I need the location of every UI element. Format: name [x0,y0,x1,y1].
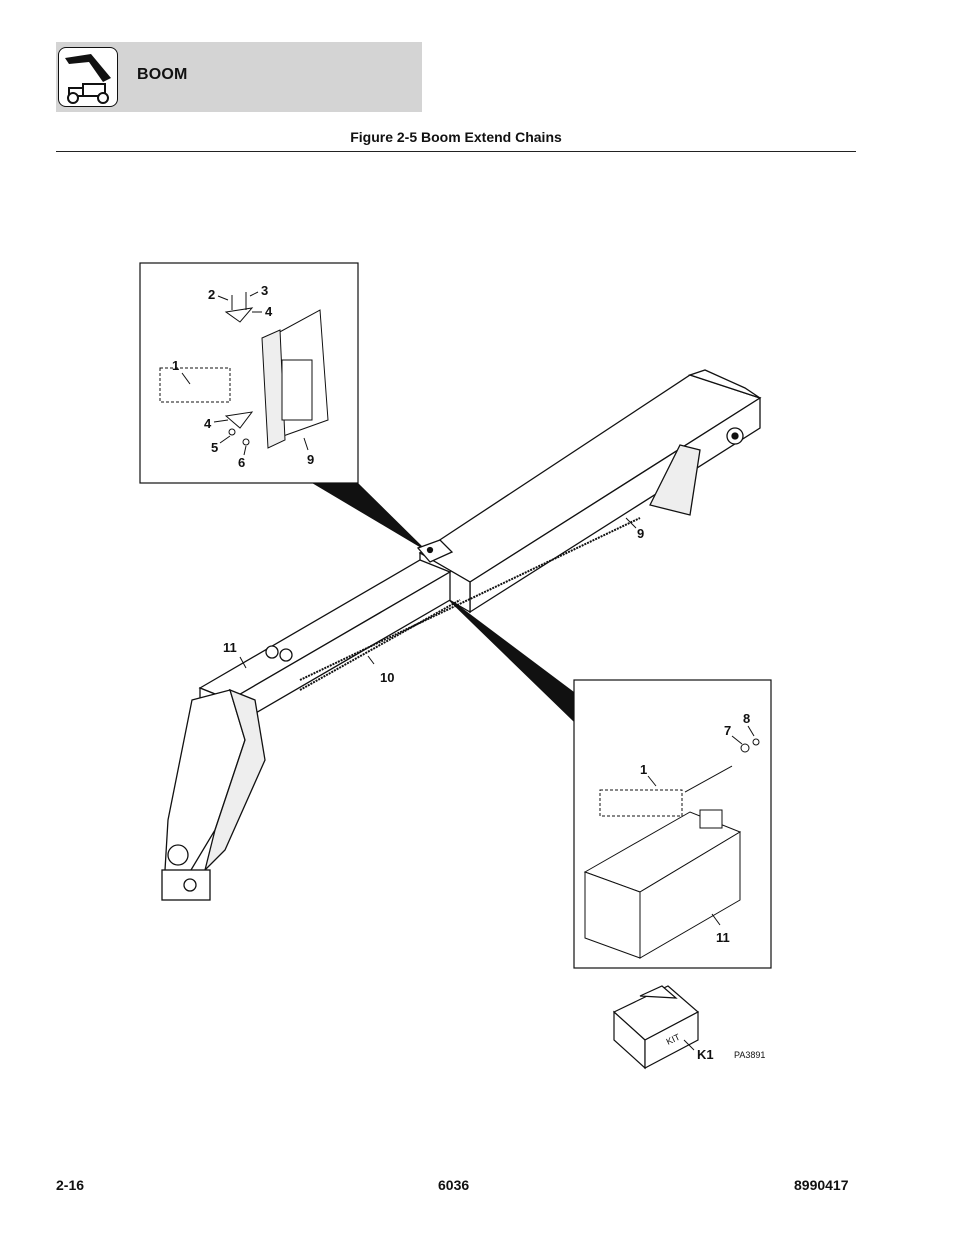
callout-top-6: 6 [238,455,245,470]
chain-anchor-detail-bottom [583,738,760,959]
bottom-inset-pointer [438,590,574,722]
figure-title: Figure 2-5 Boom Extend Chains [350,129,562,145]
callout-kit-k1: K1 [697,1047,714,1062]
drawing-id: PA3891 [734,1050,765,1060]
section-title: BOOM [137,66,188,83]
callout-top-4b: 4 [204,416,212,431]
callout-main-9: 9 [637,526,644,541]
callout-bottom-8: 8 [743,711,750,726]
callout-main-10: 10 [380,670,394,685]
footer-page-number: 2-16 [56,1177,85,1193]
top-inset-frame [139,262,359,484]
top-inset-pointer [312,483,428,552]
kit-box-icon [612,985,700,1070]
callout-bottom-1: 1 [640,762,647,777]
callout-top-1: 1 [172,358,179,373]
boom-assembly [161,369,762,901]
callout-bottom-7: 7 [724,723,731,738]
boom-section-icon [58,47,118,107]
callout-top-5: 5 [211,440,218,455]
chain-anchor-detail-top [159,292,329,449]
footer-part-number: 8990417 [794,1177,849,1193]
callout-top-2: 2 [208,287,215,302]
header-divider [56,151,856,152]
callout-top-9: 9 [307,452,314,467]
callout-main-11: 11 [223,640,237,655]
callout-top-4a: 4 [265,304,273,319]
footer-model: 6036 [438,1177,470,1193]
callout-top-3: 3 [261,283,268,298]
callout-bottom-11: 11 [716,930,730,945]
